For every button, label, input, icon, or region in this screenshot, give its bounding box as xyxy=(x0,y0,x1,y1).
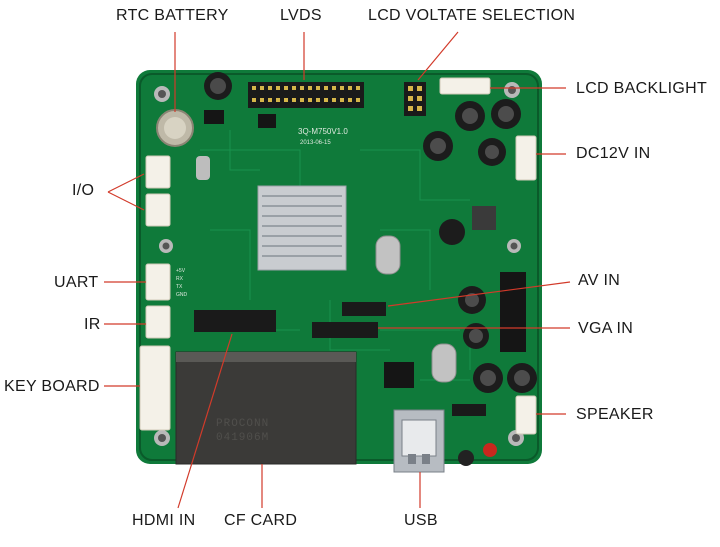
capacitor-mid-right xyxy=(439,219,465,245)
label-ir: IR xyxy=(84,316,101,333)
leader-io-lower xyxy=(107,191,145,211)
usb-port xyxy=(393,409,445,473)
lcd-backlight-connector xyxy=(439,77,491,95)
capacitors-top-right xyxy=(423,99,521,166)
board-date-text: 2013-06-15 xyxy=(300,140,331,146)
rtc-battery xyxy=(156,109,194,147)
pin-label: +5V xyxy=(176,268,186,274)
ic-right xyxy=(500,272,526,352)
lcd-voltage-jumper xyxy=(404,82,426,116)
vga-header xyxy=(312,322,378,338)
label-rtc-battery: RTC BATTERY xyxy=(116,7,229,24)
speaker-connector xyxy=(515,395,537,435)
left-connectors xyxy=(139,155,171,431)
capacitors-right-middle xyxy=(458,286,537,393)
label-hdmi-in: HDMI IN xyxy=(132,512,196,529)
pin-label: GND xyxy=(176,292,188,298)
pcb-board: 3Q-M750V1.0 2013-06-15 xyxy=(136,70,542,473)
label-lvds: LVDS xyxy=(280,7,322,24)
mounting-holes xyxy=(154,82,524,446)
label-lcd-backlight: LCD BACKLIGHT xyxy=(576,80,708,97)
cf-card-print-1: PROCONN xyxy=(216,418,269,430)
crystal-center xyxy=(375,235,401,275)
led-red xyxy=(483,443,497,457)
capacitor-top-left xyxy=(204,72,232,100)
uart-pin-labels: +5V RX TX GND xyxy=(176,268,188,298)
hdmi-header xyxy=(194,310,276,332)
av-header xyxy=(342,302,386,316)
dc12v-connector xyxy=(515,135,537,181)
label-speaker: SPEAKER xyxy=(576,406,654,423)
crystal-bottom xyxy=(431,343,457,383)
label-io: I/O xyxy=(72,182,95,199)
heatsink xyxy=(257,185,347,271)
pin-label: RX xyxy=(176,276,184,282)
label-dc12v-in: DC12V IN xyxy=(576,145,651,162)
label-cf-card: CF CARD xyxy=(224,512,298,529)
label-uart: UART xyxy=(54,274,99,291)
ir-receiver xyxy=(458,450,474,466)
label-av-in: AV IN xyxy=(578,272,621,289)
lvds-header xyxy=(248,82,364,108)
board-model-text: 3Q-M750V1.0 xyxy=(298,127,348,136)
crystal xyxy=(196,156,210,180)
ic-small-2 xyxy=(258,114,276,128)
leader-av-in xyxy=(387,281,571,307)
label-vga-in: VGA IN xyxy=(578,320,634,337)
inductor xyxy=(472,206,496,230)
label-usb: USB xyxy=(404,512,438,529)
leader-io-upper xyxy=(107,173,145,193)
leader-lines xyxy=(104,31,571,509)
pcb-traces xyxy=(200,130,471,381)
pin-label: TX xyxy=(176,284,183,290)
ic-small-1 xyxy=(204,110,224,124)
header-near-usb xyxy=(452,404,486,416)
label-lcd-voltage-selection: LCD VOLTATE SELECTION xyxy=(368,7,576,24)
leader-lcd-voltage xyxy=(417,31,459,81)
label-key-board: KEY BOARD xyxy=(4,378,100,395)
leader-hdmi-in xyxy=(177,333,233,509)
ic-center-bottom xyxy=(384,362,414,388)
cf-card: PROCONN 041906M xyxy=(175,351,357,465)
cf-card-print-2: 041906M xyxy=(216,432,269,444)
